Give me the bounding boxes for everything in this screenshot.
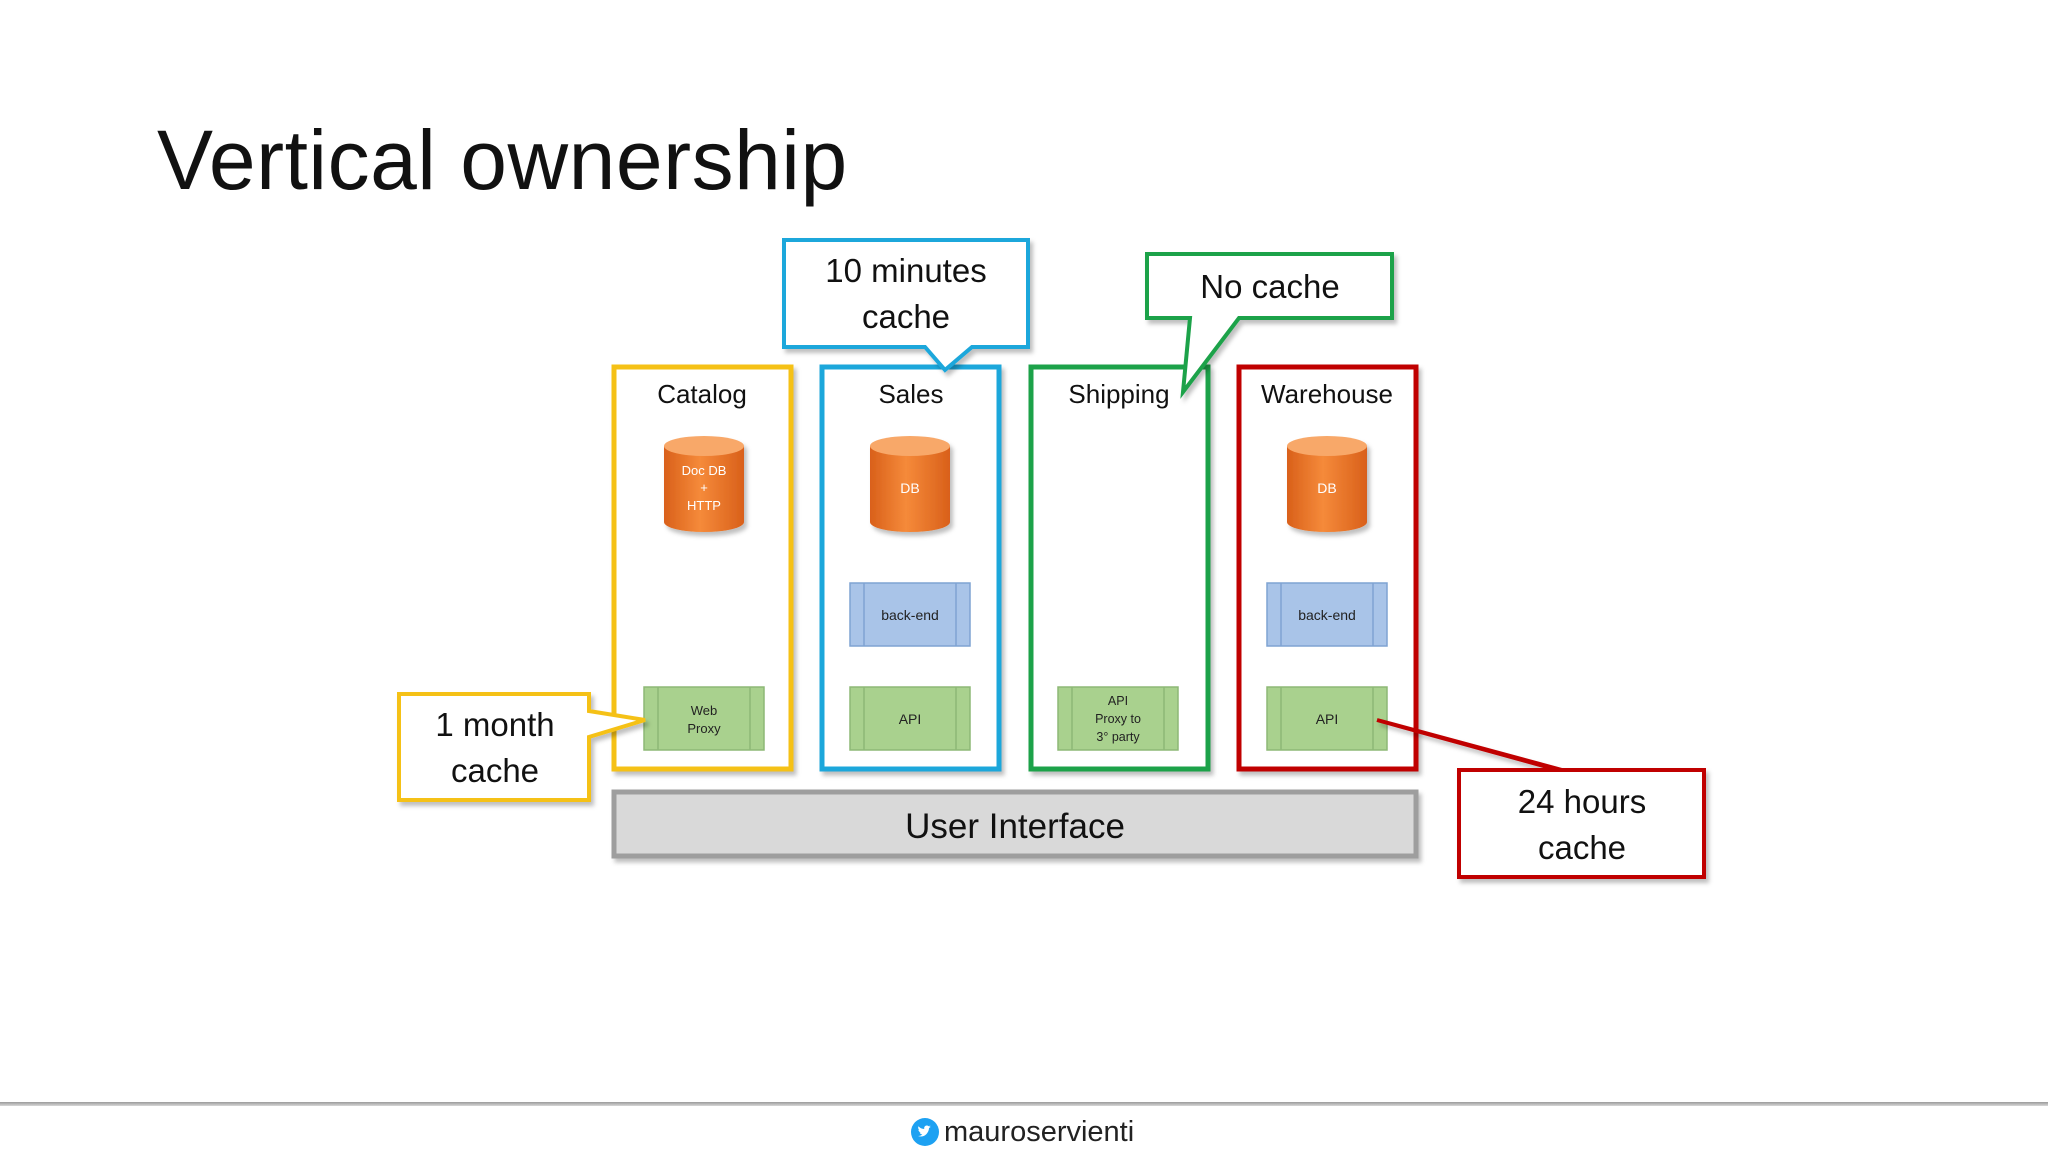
catalog-db-line-1: Doc DB xyxy=(682,463,727,478)
sales-column: Sales DB back-end API xyxy=(819,364,1002,772)
warehouse-database-icon xyxy=(1287,436,1367,532)
catalog-callout-line-2: cache xyxy=(451,752,539,789)
user-interface-bar: User Interface xyxy=(611,789,1419,859)
shipping-cache-callout: No cache xyxy=(1145,252,1394,399)
footer: mauroservienti xyxy=(910,1112,1134,1152)
sales-backend-label: back-end xyxy=(881,607,939,623)
warehouse-db-label: DB xyxy=(1317,480,1336,496)
shipping-api-line-1: API xyxy=(1108,694,1128,708)
shipping-title: Shipping xyxy=(1068,379,1169,409)
warehouse-api-label: API xyxy=(1316,711,1339,727)
footer-divider xyxy=(0,1102,2048,1106)
sales-callout-line-1: 10 minutes xyxy=(825,252,986,289)
warehouse-backend-component xyxy=(1266,582,1388,647)
catalog-api-line-2: Proxy xyxy=(687,721,721,736)
sales-database-icon xyxy=(870,436,950,532)
warehouse-column: Warehouse DB back-end API xyxy=(1236,364,1419,772)
warehouse-api-component xyxy=(1266,686,1388,751)
warehouse-callout-line-2: cache xyxy=(1538,829,1626,866)
shipping-callout-label: No cache xyxy=(1200,268,1339,305)
sales-api-label: API xyxy=(899,711,922,727)
catalog-db-line-3: HTTP xyxy=(687,498,721,513)
sales-backend-component xyxy=(849,582,971,647)
footer-handle: mauroservienti xyxy=(944,1115,1135,1148)
shipping-api-line-3: 3° party xyxy=(1096,730,1140,744)
catalog-web-proxy-component xyxy=(643,686,765,751)
catalog-callout-line-1: 1 month xyxy=(435,706,554,743)
shipping-api-line-2: Proxy to xyxy=(1095,712,1141,726)
sales-title: Sales xyxy=(878,379,943,409)
sales-api-component xyxy=(849,686,971,751)
sales-cache-callout: 10 minutes cache xyxy=(782,238,1030,373)
warehouse-cache-callout: 24 hours cache xyxy=(1376,718,1706,879)
catalog-column: Catalog Doc DB + HTTP Web Proxy xyxy=(611,364,794,772)
catalog-title: Catalog xyxy=(657,379,747,409)
catalog-db-line-2: + xyxy=(700,480,708,495)
warehouse-title: Warehouse xyxy=(1261,379,1393,409)
shipping-column: Shipping API Proxy to 3° party xyxy=(1028,364,1211,772)
shipping-api-proxy-component xyxy=(1057,686,1179,751)
slide-title: Vertical ownership xyxy=(157,113,848,207)
warehouse-backend-label: back-end xyxy=(1298,607,1356,623)
warehouse-callout-line-1: 24 hours xyxy=(1518,783,1646,820)
catalog-database-icon xyxy=(664,436,744,532)
catalog-cache-callout: 1 month cache xyxy=(397,692,646,802)
catalog-api-line-1: Web xyxy=(691,703,718,718)
sales-callout-line-2: cache xyxy=(862,298,950,335)
user-interface-label: User Interface xyxy=(905,807,1125,846)
sales-db-label: DB xyxy=(900,480,919,496)
twitter-bird-icon xyxy=(911,1118,939,1146)
